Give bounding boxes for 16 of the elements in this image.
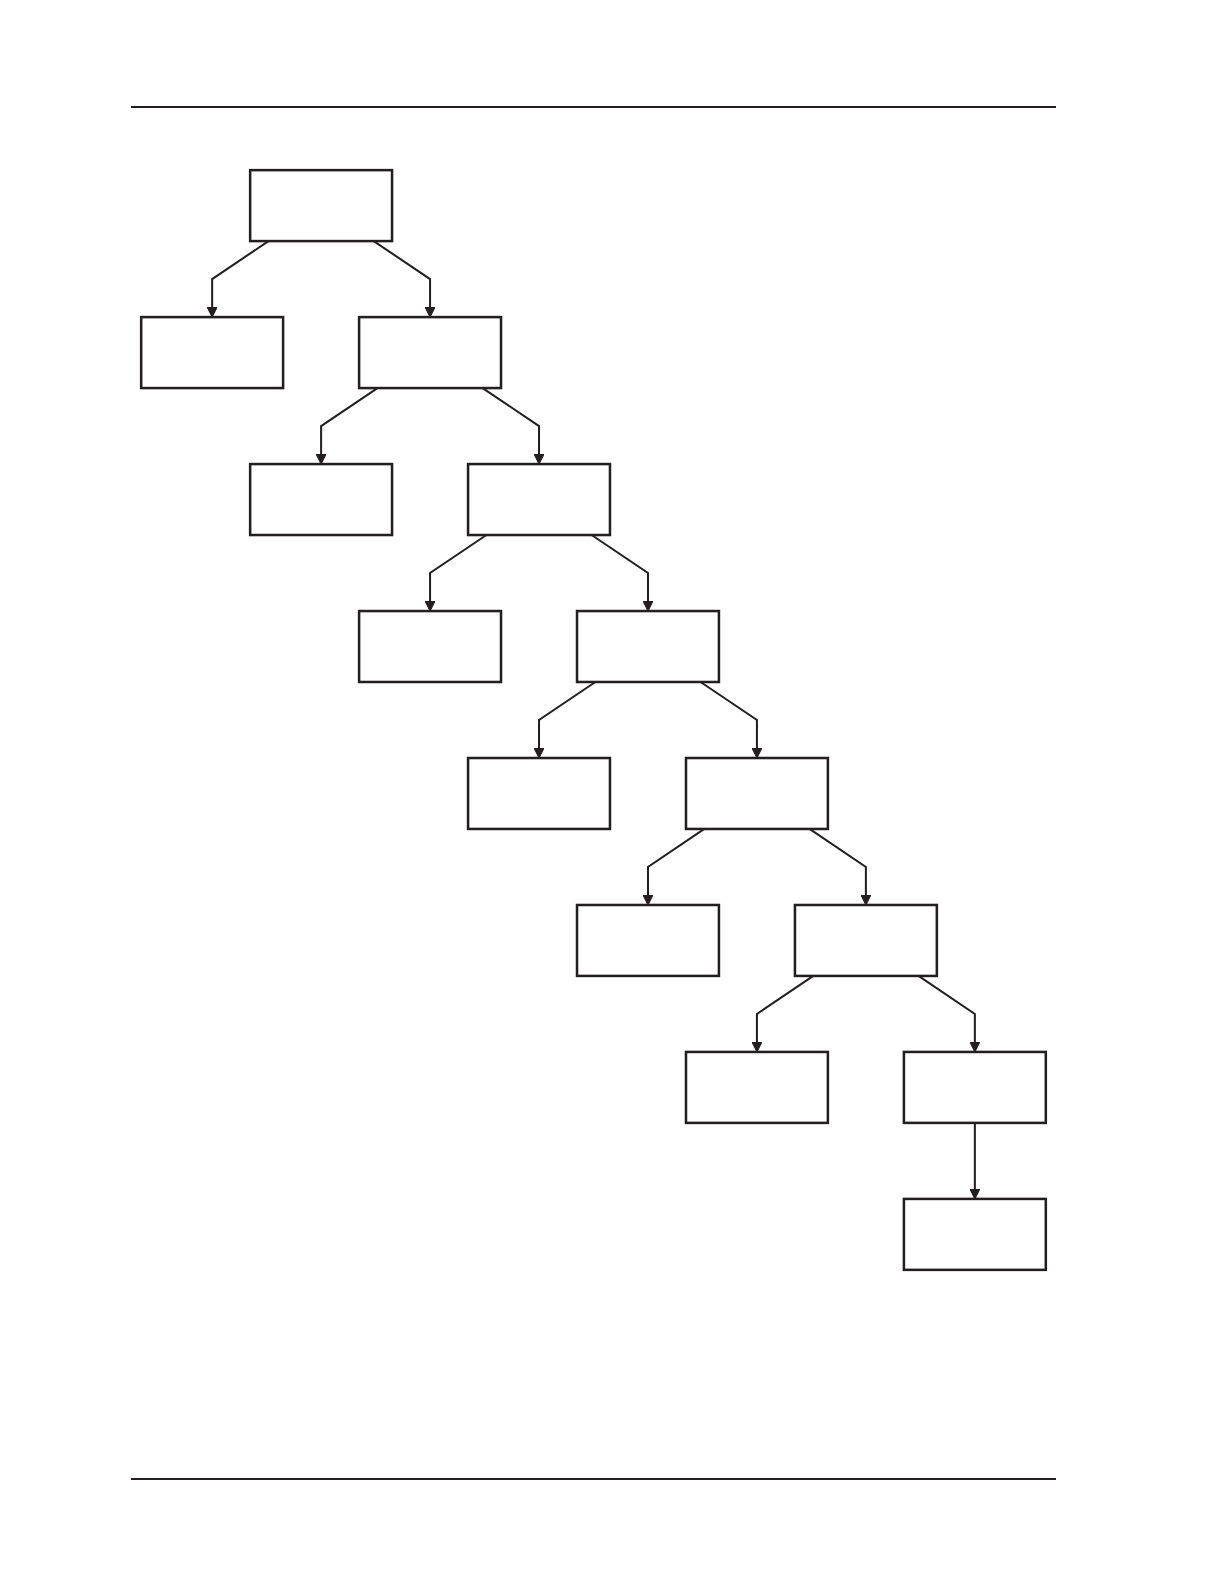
node-box — [575, 609, 721, 684]
node-box — [575, 903, 721, 978]
node-box — [684, 756, 830, 831]
node-box — [466, 756, 612, 831]
node-box — [902, 1197, 1048, 1272]
arrow — [533, 681, 596, 759]
node-box — [357, 315, 503, 390]
node-box — [248, 462, 394, 537]
node-box — [684, 1050, 830, 1125]
arrow — [700, 681, 763, 759]
node-box — [248, 168, 394, 243]
node-box — [466, 462, 612, 537]
node-box — [139, 315, 285, 390]
node-box — [902, 1050, 1048, 1125]
node-box — [793, 903, 939, 978]
node-box — [357, 609, 503, 684]
